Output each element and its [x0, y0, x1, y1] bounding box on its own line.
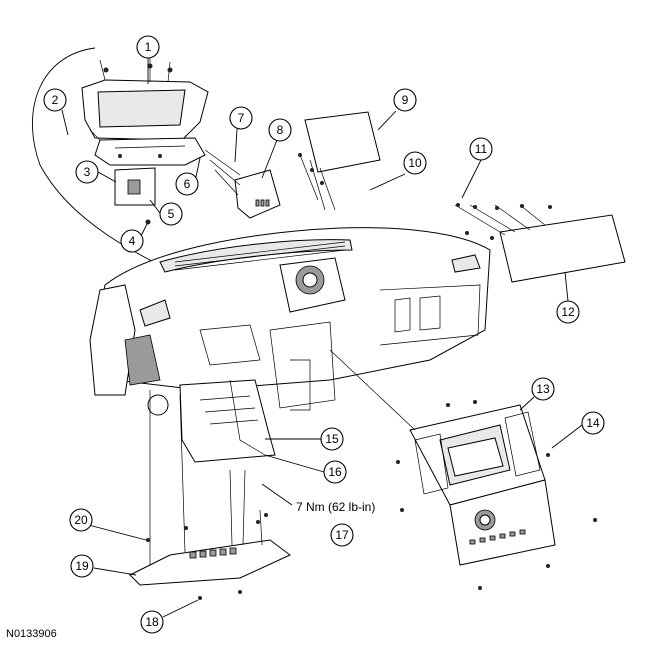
svg-text:12: 12 — [561, 305, 575, 319]
steering-column-cover — [179, 379, 276, 463]
svg-text:19: 19 — [75, 559, 89, 573]
callout-4: 4 — [120, 229, 144, 253]
callout-18: 18 — [140, 610, 164, 634]
callout-3: 3 — [75, 160, 99, 184]
defrost-grille — [174, 241, 346, 271]
svg-text:6: 6 — [184, 177, 191, 191]
switch-panel — [114, 167, 156, 225]
callout-11: 11 — [469, 137, 493, 161]
callout-7: 7 — [229, 106, 253, 130]
svg-text:10: 10 — [408, 156, 422, 170]
svg-text:11: 11 — [475, 142, 488, 156]
svg-text:14: 14 — [586, 416, 600, 430]
svg-text:15: 15 — [325, 432, 339, 446]
callout-10: 10 — [403, 151, 427, 175]
svg-text:20: 20 — [74, 513, 88, 527]
figure-id-label: N0133906 — [6, 628, 57, 640]
center-stack-bezel — [329, 349, 597, 590]
torque-specification: 7 Nm (62 lb-in) — [296, 500, 376, 514]
left-side-panel — [204, 149, 281, 219]
callout-6: 6 — [175, 172, 199, 196]
callout-12: 12 — [556, 300, 580, 324]
callout-5: 5 — [159, 202, 183, 226]
callout-16: 16 — [323, 460, 347, 484]
svg-text:8: 8 — [277, 123, 284, 137]
leader-lines — [61, 58, 583, 618]
glove-box-panel — [454, 203, 626, 283]
svg-text:16: 16 — [328, 465, 342, 479]
svg-text:17: 17 — [335, 528, 349, 542]
lower-trim-panel — [129, 390, 291, 600]
svg-text:1: 1 — [145, 40, 152, 54]
svg-text:9: 9 — [402, 93, 409, 107]
callout-9: 9 — [393, 88, 417, 112]
svg-text:5: 5 — [168, 207, 175, 221]
callout-14: 14 — [581, 411, 605, 435]
callout-2: 2 — [43, 88, 67, 112]
svg-text:4: 4 — [129, 234, 136, 248]
passenger-airbag-cover — [298, 111, 381, 211]
cluster-lower-trim — [94, 137, 206, 166]
svg-text:18: 18 — [145, 615, 159, 629]
callout-19: 19 — [70, 554, 94, 578]
callout-15: 15 — [320, 427, 344, 451]
callout-1: 1 — [136, 35, 160, 59]
callout-13: 13 — [531, 377, 555, 401]
callout-20: 20 — [69, 508, 93, 532]
instrument-panel — [89, 227, 491, 416]
svg-text:2: 2 — [52, 93, 59, 107]
callout-17: 17 — [330, 523, 354, 547]
callout-8: 8 — [268, 118, 292, 142]
instrument-cluster-bezel — [81, 55, 209, 151]
svg-text:7: 7 — [238, 111, 245, 125]
svg-text:13: 13 — [536, 382, 550, 396]
svg-text:3: 3 — [84, 165, 91, 179]
